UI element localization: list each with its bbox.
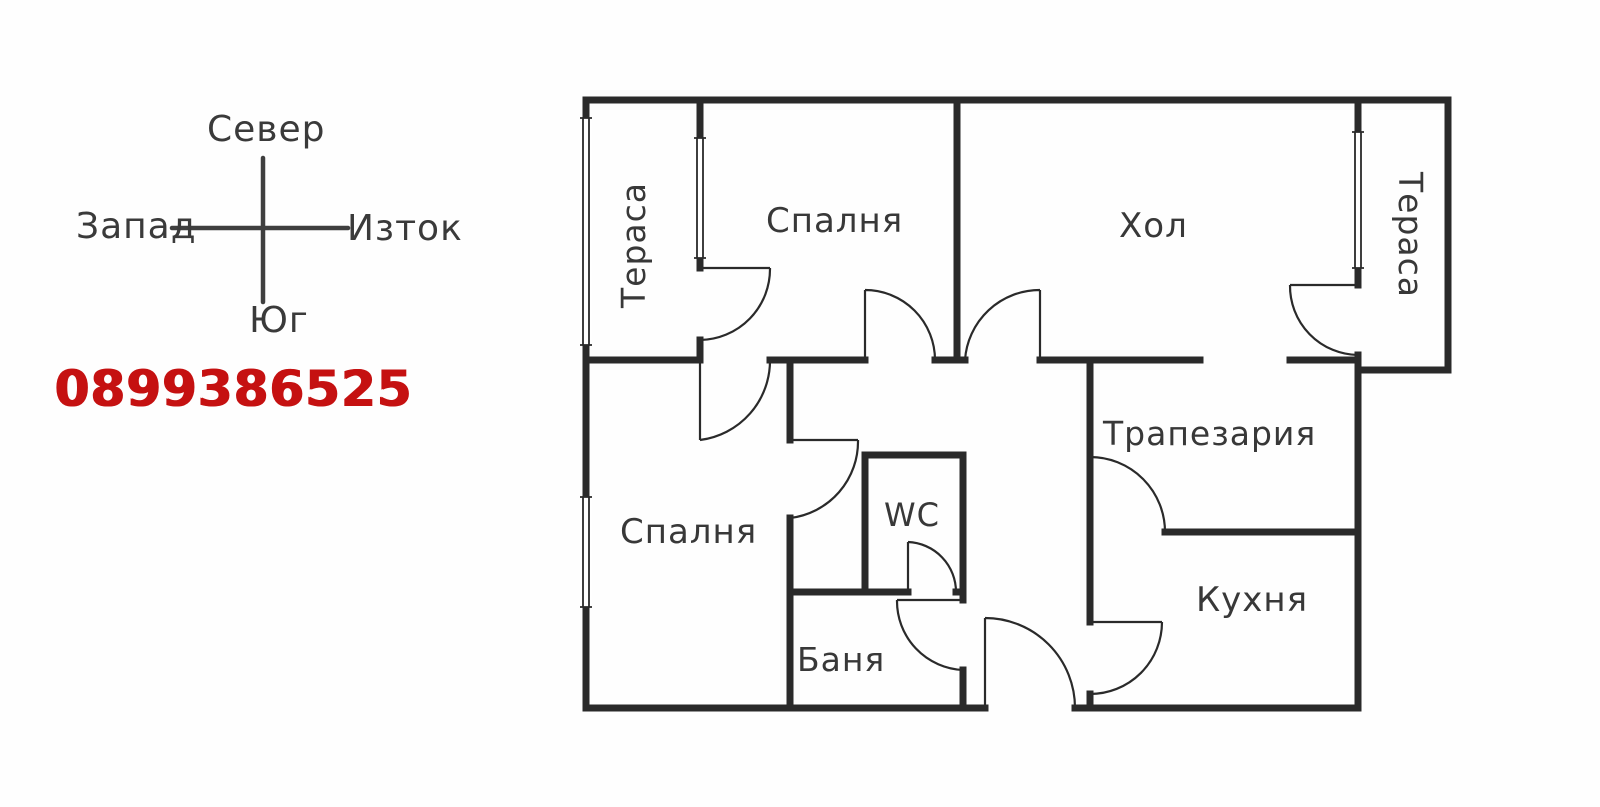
door-wc: [906, 540, 958, 593]
doors: [698, 266, 1359, 709]
door-living-room: [963, 288, 1042, 361]
room-label-terrace-left: Тераса: [614, 182, 653, 308]
room-label-bathroom: Баня: [797, 640, 886, 679]
window-lines: [580, 117, 1364, 608]
room-label-wc: WC: [884, 496, 940, 534]
door-bathroom: [895, 598, 964, 672]
door-kitchen: [1089, 620, 1164, 696]
walls: [582, 96, 1452, 712]
door-terrace-right: [1288, 283, 1359, 357]
room-label-dining-room: Трапезария: [1103, 414, 1317, 453]
phone-number: 0899386525: [54, 360, 412, 418]
outer-walls: [582, 96, 1452, 712]
compass-cross: [169, 155, 351, 305]
room-label-terrace-right: Тераса: [1391, 172, 1430, 298]
door-terrace-left: [699, 266, 772, 342]
compass-west-label: Запад: [76, 206, 197, 247]
door-bedroom-top: [863, 288, 937, 361]
room-label-bedroom-bottom: Спалня: [620, 512, 758, 552]
door-bedroom-bottom: [789, 438, 860, 520]
door-between-bedrooms: [698, 359, 772, 442]
room-label-bedroom-top: Спалня: [766, 201, 904, 241]
windows: [580, 117, 1364, 608]
compass-north-label: Север: [207, 109, 326, 150]
compass-east-label: Изток: [347, 208, 463, 249]
compass-south-label: Юг: [249, 300, 309, 341]
room-label-kitchen: Кухня: [1196, 580, 1309, 620]
room-label-living-room: Хол: [1119, 206, 1188, 246]
door-dining-kitchen: [1088, 455, 1167, 533]
door-entrance: [983, 616, 1077, 709]
